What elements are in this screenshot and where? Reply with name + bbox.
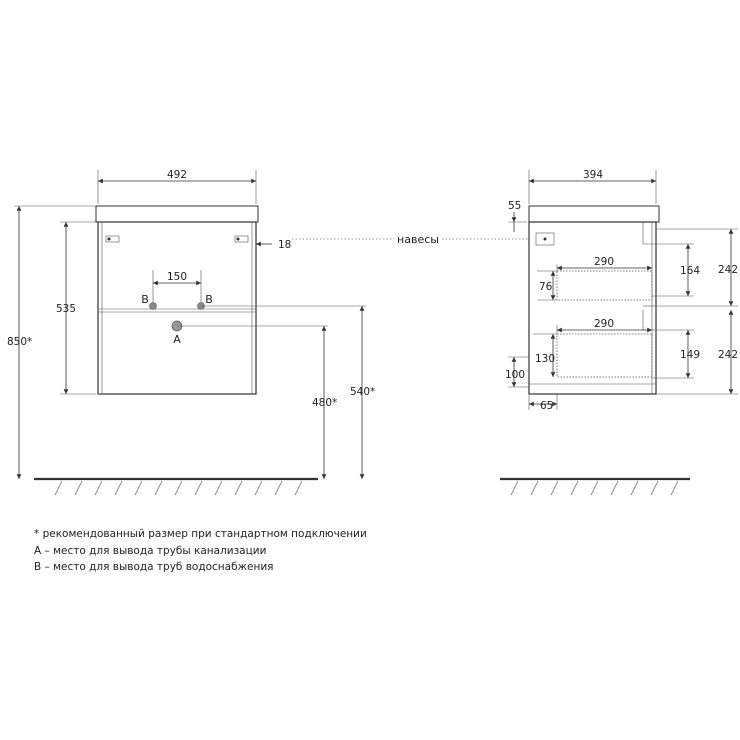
front-cabinet-body: [97, 221, 257, 395]
note-point-a: А – место для вывода трубы канализации: [34, 544, 267, 557]
dim-lower-drawer-inner: 130: [535, 353, 555, 365]
dim-upper-drawer-depth: 290: [594, 256, 614, 268]
label-b-left: B: [141, 293, 149, 306]
side-countertop: [528, 205, 660, 223]
dim-lower-front-height: 242: [718, 349, 738, 361]
label-b-right: B: [205, 293, 213, 306]
dim-front-width: 492: [167, 169, 187, 181]
front-hinge-right: [234, 235, 249, 243]
dim-body-height: 535: [56, 303, 76, 315]
dim-supply-height: 540*: [350, 386, 375, 398]
hinges-label: навесы: [397, 233, 439, 246]
dim-lower-drawer-height: 149: [680, 349, 700, 361]
front-view: 492 850* 535 150 B B A 540* 480* 18: [7, 169, 375, 496]
dim-outlet-height: 480*: [312, 397, 337, 409]
note-recommended: * рекомендованный размер при стандартном…: [34, 528, 367, 540]
side-cabinet-body: [528, 221, 657, 395]
dim-upper-drawer-offset: 76: [539, 281, 553, 293]
dim-plinth-height: 100: [505, 369, 525, 381]
front-floor-hatch: [54, 480, 303, 496]
front-countertop: [95, 205, 259, 223]
notes-block: * рекомендованный размер при стандартном…: [34, 526, 367, 576]
note-point-b: В – место для вывода труб водоснабжения: [34, 561, 274, 573]
front-hinge-left: [105, 235, 120, 243]
dim-hinge-offset: 18: [278, 239, 291, 251]
dim-side-depth: 394: [583, 169, 603, 181]
dim-plinth-depth: 65: [540, 400, 553, 412]
side-floor-hatch: [510, 480, 679, 496]
supply-point-b-left: [149, 302, 157, 310]
dim-pipe-spacing: 150: [167, 271, 187, 283]
dim-upper-front-height: 242: [718, 264, 738, 276]
side-hinge: [535, 232, 555, 246]
label-a: A: [173, 333, 181, 346]
side-view: 394 55 290 290 164 149 242 242: [500, 169, 738, 496]
dim-lower-drawer-depth: 290: [594, 318, 614, 330]
dim-upper-drawer-height: 164: [680, 265, 700, 277]
dim-total-height: 850*: [7, 336, 32, 348]
upper-drawer: [556, 270, 653, 301]
dim-top-thickness: 55: [508, 200, 521, 212]
